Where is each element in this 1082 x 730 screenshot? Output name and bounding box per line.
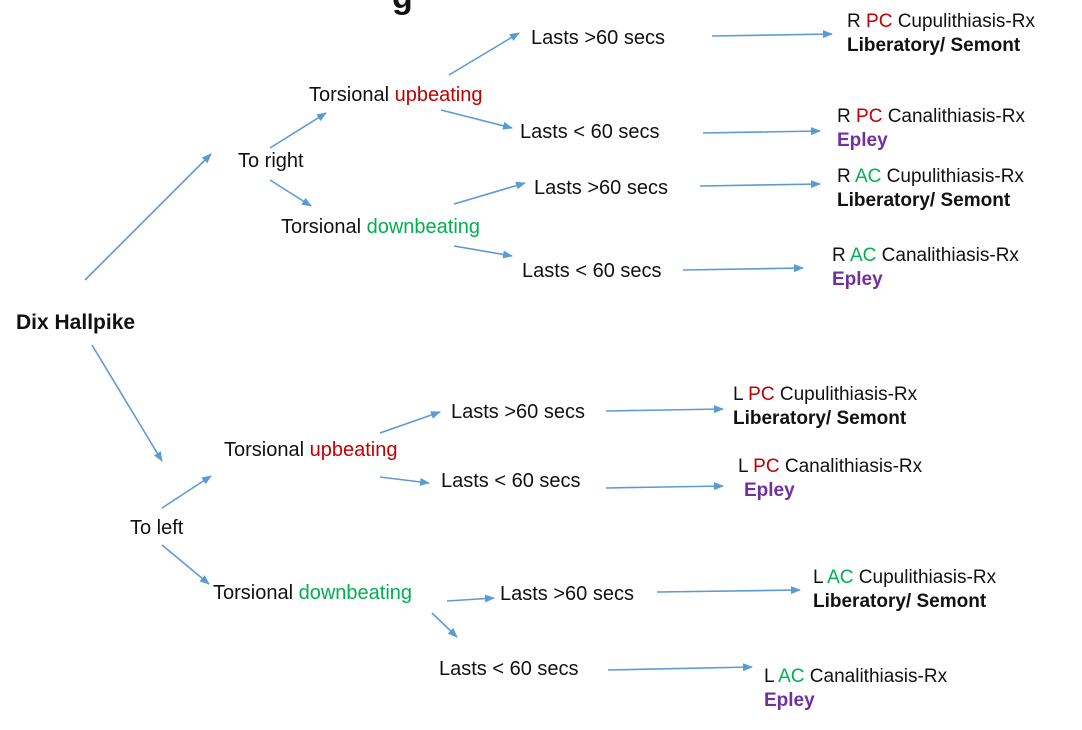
arrow-left-up-to-long bbox=[379, 411, 441, 434]
result-left-ac-canalithiasis: L AC Canalithiasis-Rx Epley bbox=[764, 665, 947, 713]
result-canal: AC bbox=[827, 567, 854, 588]
result-canal: AC bbox=[849, 245, 877, 266]
result-side: L bbox=[738, 456, 748, 477]
left-up-long-duration: Lasts >60 secs bbox=[451, 401, 585, 423]
arrow-root-to-left bbox=[91, 344, 163, 462]
result-side: L bbox=[733, 384, 743, 405]
right-up-node: Torsional upbeating bbox=[309, 83, 482, 107]
result-canal: AC bbox=[854, 166, 882, 187]
right-down-long-duration: Lasts >60 secs bbox=[534, 177, 668, 199]
left-up-prefix: Torsional bbox=[224, 439, 310, 461]
result-right-pc-canalithiasis: R PC Canalithiasis-Rx Epley bbox=[837, 105, 1025, 153]
left-up-short-duration: Lasts < 60 secs bbox=[441, 470, 581, 492]
result-side: R bbox=[837, 166, 851, 187]
result-canal: PC bbox=[866, 11, 893, 32]
arrow-right-down-to-long bbox=[453, 181, 526, 205]
result-canal: PC bbox=[753, 456, 780, 477]
right-down-node: Torsional downbeating bbox=[281, 215, 480, 239]
arrow-left-up-short-to-result bbox=[605, 482, 724, 491]
arrow-left-down-to-long bbox=[446, 594, 495, 603]
result-right-ac-cupulithiasis: R AC Cupulithiasis-Rx Liberatory/ Semont bbox=[837, 165, 1024, 213]
left-down-prefix: Torsional bbox=[213, 582, 299, 604]
right-down-prefix: Torsional bbox=[281, 216, 367, 238]
result-diagnosis: Canalithiasis-Rx bbox=[887, 106, 1025, 127]
branch-to-left: To left bbox=[130, 517, 184, 539]
result-diagnosis: Cupulithiasis-Rx bbox=[858, 567, 997, 588]
left-down-short-duration: Lasts < 60 secs bbox=[439, 658, 579, 680]
arrow-right-to-down bbox=[269, 179, 312, 207]
result-treatment: Liberatory/ Semont bbox=[813, 591, 987, 612]
result-treatment: Epley bbox=[744, 480, 795, 501]
result-treatment: Epley bbox=[837, 130, 888, 151]
result-treatment: Liberatory/ Semont bbox=[733, 408, 907, 429]
result-treatment: Epley bbox=[832, 269, 883, 290]
arrow-right-up-short-to-result bbox=[702, 127, 821, 136]
result-side: L bbox=[813, 567, 823, 588]
arrow-right-to-up bbox=[269, 112, 327, 149]
arrow-left-down-long-to-result bbox=[656, 586, 801, 595]
result-right-ac-canalithiasis: R AC Canalithiasis-Rx Epley bbox=[832, 244, 1019, 292]
result-diagnosis: Cupulithiasis-Rx bbox=[779, 384, 918, 405]
arrow-right-up-to-short bbox=[440, 109, 513, 130]
result-left-pc-canalithiasis: L PC Canalithiasis-Rx Epley bbox=[738, 455, 922, 503]
arrow-left-to-up bbox=[161, 475, 212, 509]
result-side: L bbox=[764, 666, 774, 687]
arrow-left-up-long-to-result bbox=[605, 405, 724, 414]
branch-to-right: To right bbox=[238, 150, 304, 172]
right-up-long-duration: Lasts >60 secs bbox=[531, 27, 665, 49]
arrow-right-down-long-to-result bbox=[699, 180, 821, 189]
result-treatment: Liberatory/ Semont bbox=[847, 35, 1021, 56]
result-treatment: Liberatory/ Semont bbox=[837, 190, 1011, 211]
result-treatment: Epley bbox=[764, 690, 815, 711]
result-diagnosis: Canalithiasis-Rx bbox=[881, 245, 1019, 266]
arrow-left-up-to-short bbox=[379, 476, 430, 486]
cropped-title-glyph: g bbox=[392, 0, 413, 14]
arrow-right-up-long-to-result bbox=[711, 30, 833, 39]
root-node: Dix Hallpike bbox=[16, 311, 136, 334]
result-canal: PC bbox=[856, 106, 883, 127]
result-side: R bbox=[847, 11, 861, 32]
result-canal: PC bbox=[748, 384, 775, 405]
right-up-short-duration: Lasts < 60 secs bbox=[520, 121, 660, 143]
left-down-direction: downbeating bbox=[298, 582, 413, 604]
left-down-node: Torsional downbeating bbox=[213, 581, 412, 605]
result-side: R bbox=[837, 106, 851, 127]
right-down-short-duration: Lasts < 60 secs bbox=[522, 260, 662, 282]
left-down-long-duration: Lasts >60 secs bbox=[500, 583, 634, 605]
result-left-pc-cupulithiasis: L PC Cupulithiasis-Rx Liberatory/ Semont bbox=[733, 383, 917, 431]
result-canal: AC bbox=[778, 666, 805, 687]
result-diagnosis: Canalithiasis-Rx bbox=[784, 456, 923, 477]
arrow-left-to-down bbox=[161, 544, 210, 585]
arrow-right-down-short-to-result bbox=[682, 264, 804, 273]
right-up-direction: upbeating bbox=[394, 84, 483, 106]
result-diagnosis: Cupulithiasis-Rx bbox=[897, 11, 1035, 32]
arrow-right-down-to-short bbox=[453, 245, 513, 259]
left-up-node: Torsional upbeating bbox=[224, 438, 397, 462]
arrow-right-up-to-long bbox=[448, 32, 520, 76]
arrow-left-down-to-short bbox=[431, 612, 458, 638]
result-diagnosis: Cupulithiasis-Rx bbox=[886, 166, 1024, 187]
result-side: R bbox=[832, 245, 846, 266]
arrow-left-down-short-to-result bbox=[607, 663, 753, 672]
left-up-direction: upbeating bbox=[309, 439, 398, 461]
right-up-prefix: Torsional bbox=[309, 84, 395, 106]
result-left-ac-cupulithiasis: L AC Cupulithiasis-Rx Liberatory/ Semont bbox=[813, 566, 996, 614]
result-right-pc-cupulithiasis: R PC Cupulithiasis-Rx Liberatory/ Semont bbox=[847, 10, 1035, 58]
result-diagnosis: Canalithiasis-Rx bbox=[809, 666, 948, 687]
right-down-direction: downbeating bbox=[366, 216, 481, 238]
arrow-root-to-right bbox=[84, 153, 212, 281]
